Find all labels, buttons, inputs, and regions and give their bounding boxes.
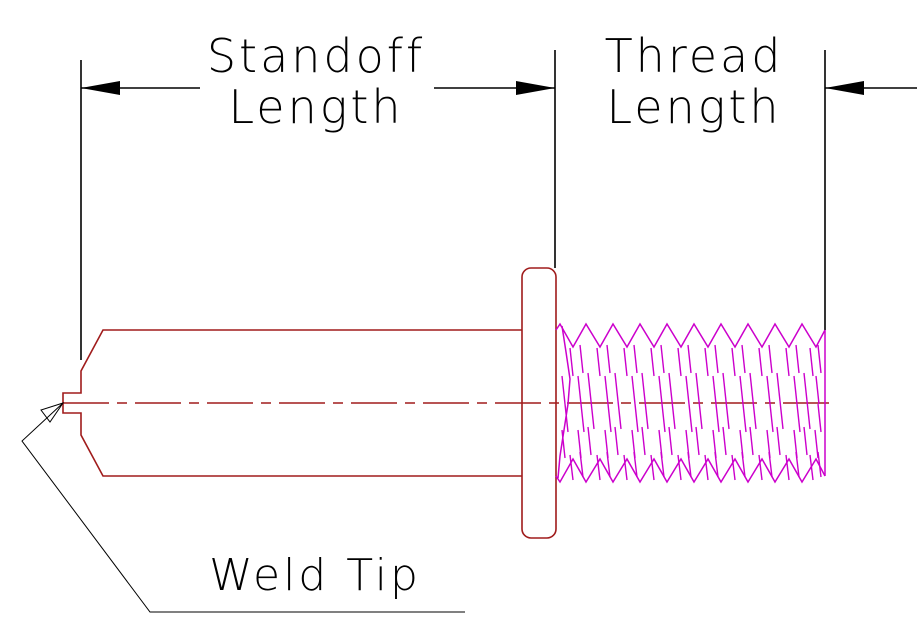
standoff-arrowhead-left	[81, 81, 120, 95]
weld-tip-arrowhead	[40, 402, 65, 423]
thread-hatch-row-2	[561, 372, 820, 405]
threaded-section	[555, 322, 826, 484]
standoff-length-label-line1: Standoff	[207, 29, 425, 83]
thread-hatch-row-4	[561, 426, 819, 459]
stud-profile-bottom	[62, 403, 522, 477]
thread-hatch-row-3	[564, 400, 822, 433]
extension-lines	[80, 50, 826, 360]
dimension-labels: Standoff Length Thread Length	[207, 29, 784, 134]
stud-body	[62, 329, 830, 477]
standoff-arrowhead-right	[516, 81, 555, 95]
thread-arrowhead-left	[825, 81, 864, 95]
standoff-length-label-line2: Length	[228, 80, 403, 134]
weld-tip-leader-line	[21, 402, 465, 613]
thread-length-label-line1: Thread	[605, 29, 784, 83]
thread-hatch-row-5	[569, 451, 822, 481]
stud-profile-top	[62, 329, 522, 403]
stud-flange	[521, 267, 557, 539]
thread-runout-left	[557, 325, 571, 479]
thread-root-bottom	[555, 457, 826, 484]
thread-length-dimension	[825, 81, 917, 95]
thread-hatch-marks	[561, 344, 822, 481]
weld-tip-label: Weld Tip	[209, 550, 421, 601]
standoff-length-dimension	[81, 81, 555, 95]
flange-outline	[521, 267, 557, 539]
weld-tip-callout: Weld Tip	[21, 402, 465, 613]
thread-hatch-row-1	[569, 344, 822, 377]
thread-length-label-line2: Length	[606, 80, 781, 134]
thread-crest-top	[555, 322, 826, 349]
